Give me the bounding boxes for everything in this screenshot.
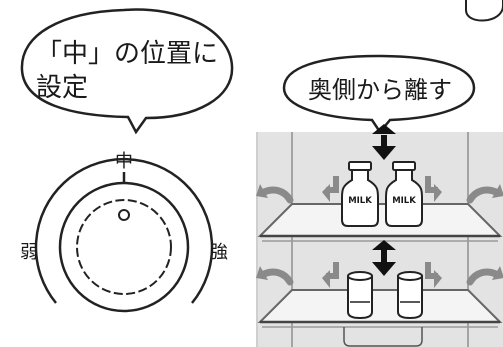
dial-scale-arc <box>34 157 214 304</box>
dial-mark-weak: 弱 <box>20 242 38 263</box>
temperature-dial: 中 弱 強 <box>20 151 228 313</box>
dial-mark-strong: 強 <box>210 242 228 263</box>
fridge-callout-bubble: 奥側から離す <box>282 54 476 135</box>
corner-speech-bubble <box>465 0 503 22</box>
keep-distance-arrow <box>372 124 396 160</box>
keep-distance-arrow <box>372 240 396 276</box>
drawer-handle <box>343 327 423 347</box>
milk-bottle: MILK <box>385 161 423 227</box>
dial-callout-line1: 「中」の位置に <box>36 39 218 69</box>
dial-knob-grip <box>76 199 172 295</box>
milk-bottle-label: MILK <box>392 196 416 206</box>
lower-shelf <box>257 289 503 347</box>
fridge-interior: MILK MILK <box>256 124 503 347</box>
drink-can <box>347 271 373 320</box>
dial-callout-line2: 設定 <box>36 73 88 103</box>
fridge-callout-text: 奥側から離す <box>308 76 452 104</box>
dial-mark-mid: 中 <box>115 151 133 172</box>
milk-bottle: MILK <box>341 161 379 227</box>
upper-shelf <box>257 203 503 242</box>
dial-indicator-dot <box>118 209 130 221</box>
milk-bottle-label: MILK <box>348 196 372 206</box>
drink-can <box>397 271 423 320</box>
dial-callout-bubble: 「中」の位置に 設定 <box>20 8 234 135</box>
